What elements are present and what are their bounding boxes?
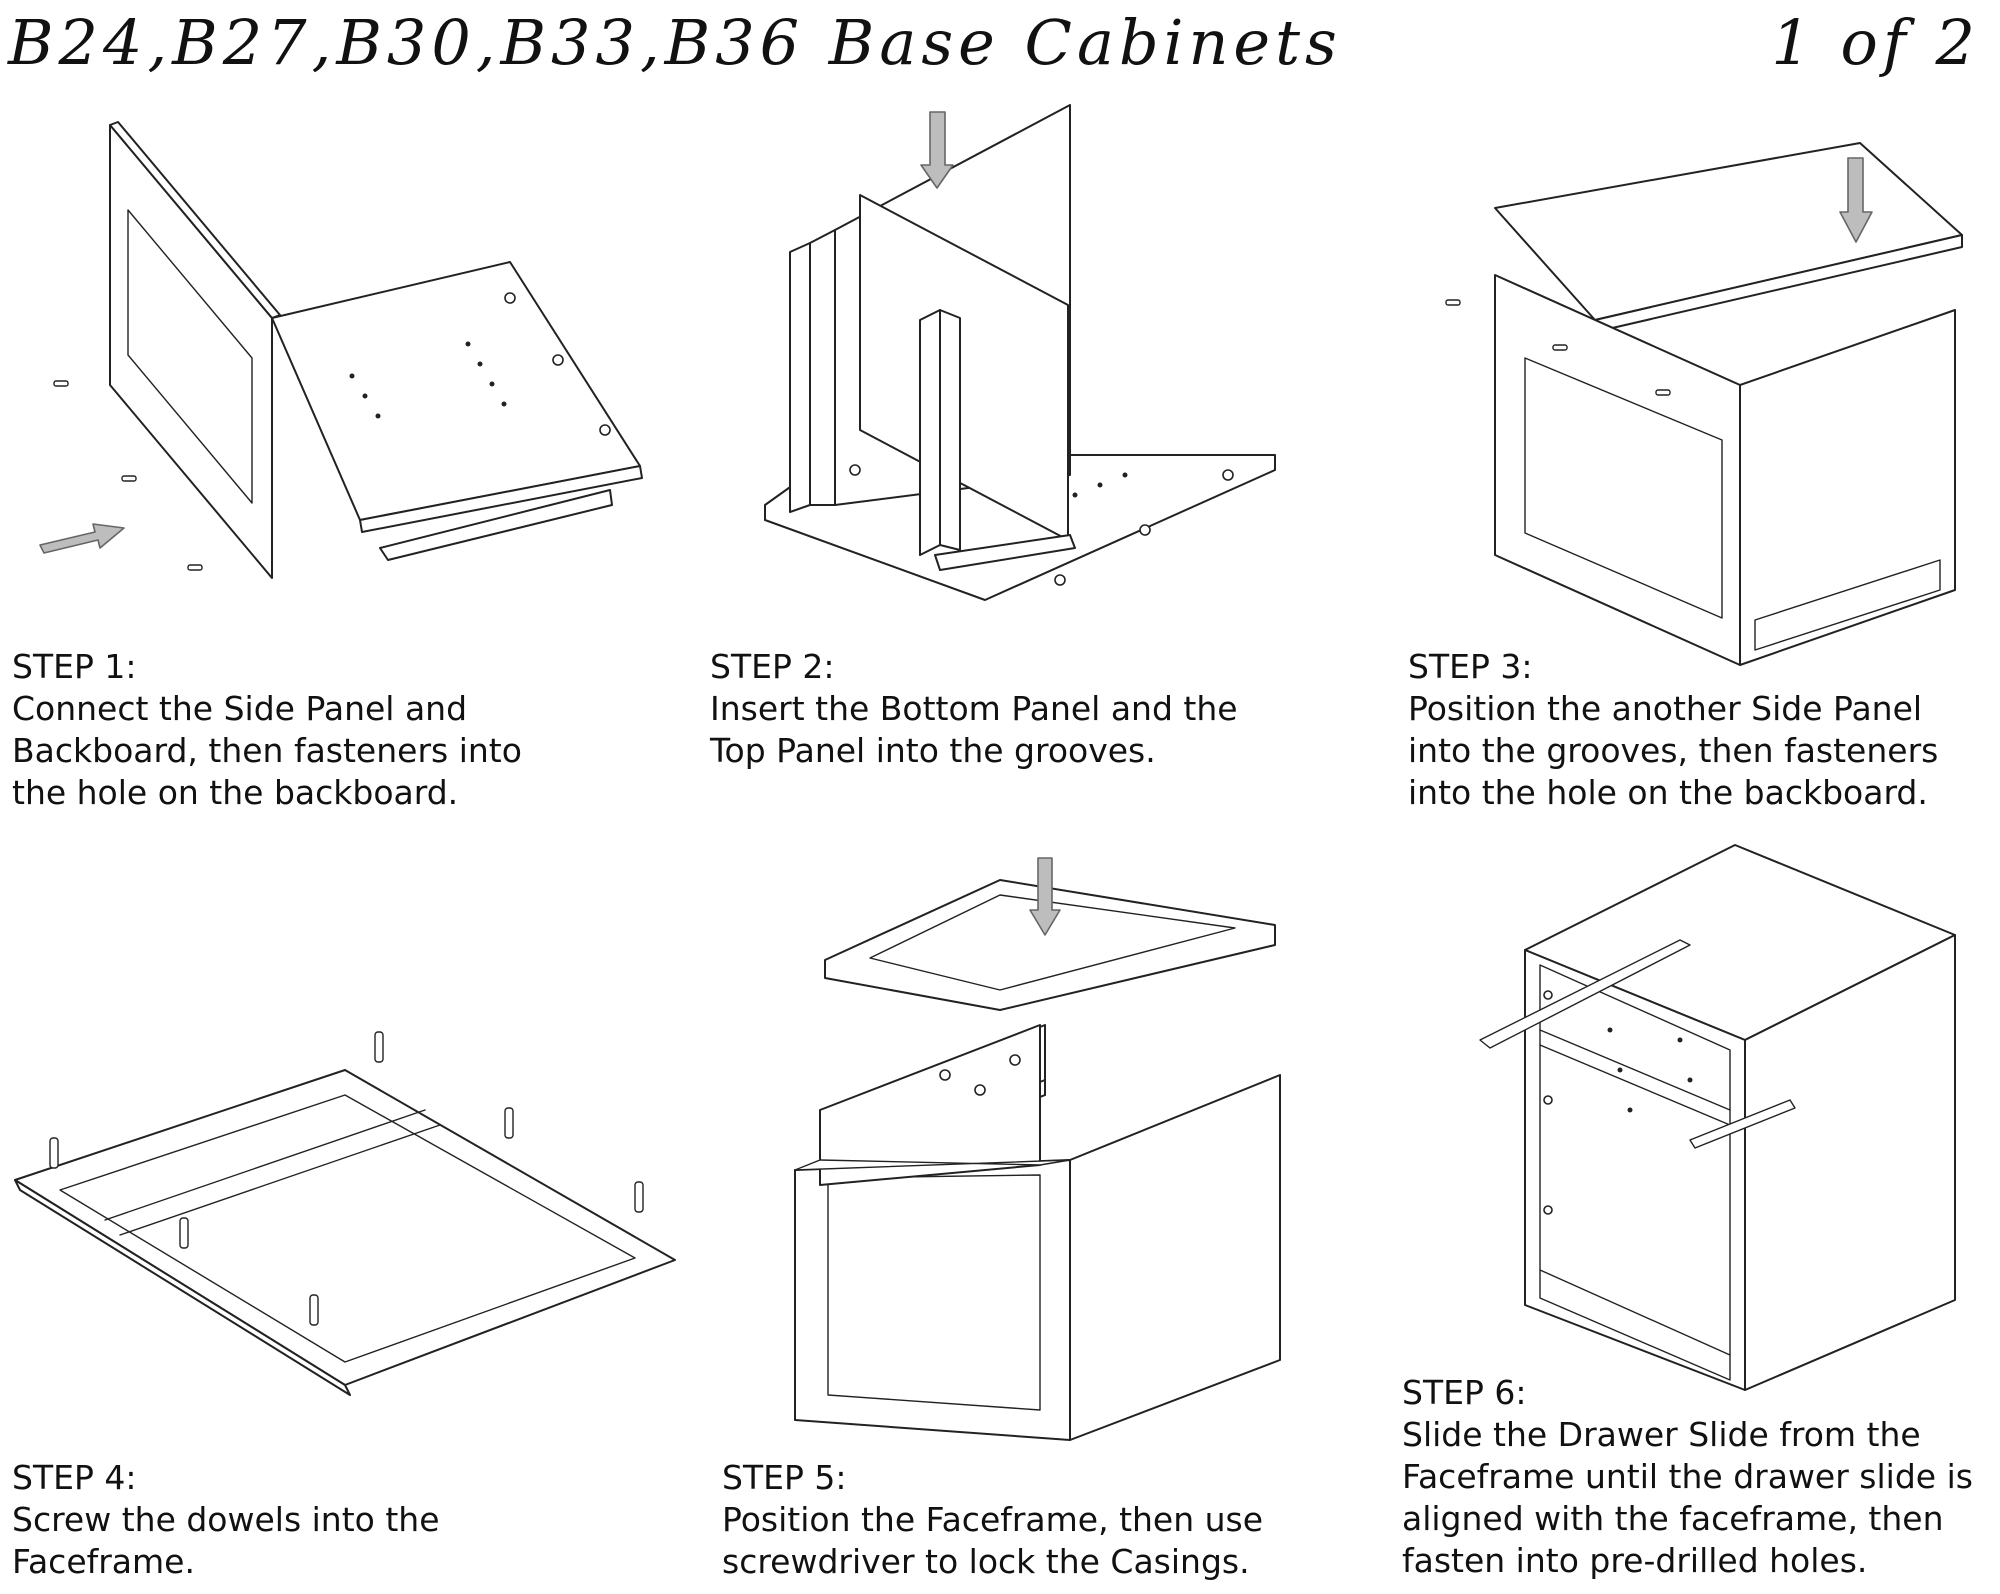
step-3-text: Position the another Side Panel into the…: [1408, 689, 1939, 812]
step-6-text: Slide the Drawer Slide from the Facefram…: [1402, 1415, 1973, 1580]
step6-illustration: [1479, 844, 1956, 1391]
step-5-text: Position the Faceframe, then use screwdr…: [722, 1500, 1264, 1581]
step3-illustration: [1445, 142, 1963, 666]
step-6-label: STEP 6:: [1402, 1373, 1527, 1412]
page-number: 1 of 2: [1771, 6, 1980, 79]
step5-illustration: [794, 857, 1281, 1441]
step-2-label: STEP 2:: [710, 647, 835, 686]
step-5: STEP 5: Position the Faceframe, then use…: [722, 1457, 1263, 1583]
step-4-text: Screw the dowels into the Faceframe.: [12, 1500, 440, 1581]
step-3: STEP 3: Position the another Side Panel …: [1408, 646, 1938, 814]
step-1-text: Connect the Side Panel and Backboard, th…: [12, 689, 522, 812]
step4-illustration: [14, 1031, 676, 1396]
step-4: STEP 4: Screw the dowels into the Facefr…: [12, 1457, 440, 1583]
step-1-label: STEP 1:: [12, 647, 137, 686]
step-6: STEP 6: Slide the Drawer Slide from the …: [1402, 1372, 1973, 1582]
step-5-label: STEP 5:: [722, 1458, 847, 1497]
step2-illustration: [764, 104, 1276, 601]
step-3-label: STEP 3:: [1408, 647, 1533, 686]
page-title: B24,B27,B30,B33,B36 Base Cabinets: [8, 6, 1342, 79]
step-2: STEP 2: Insert the Bottom Panel and the …: [710, 646, 1238, 772]
step-2-text: Insert the Bottom Panel and the Top Pane…: [710, 689, 1238, 770]
step1-illustration: [39, 121, 643, 579]
step-4-label: STEP 4:: [12, 1458, 137, 1497]
step-1: STEP 1: Connect the Side Panel and Backb…: [12, 646, 522, 814]
